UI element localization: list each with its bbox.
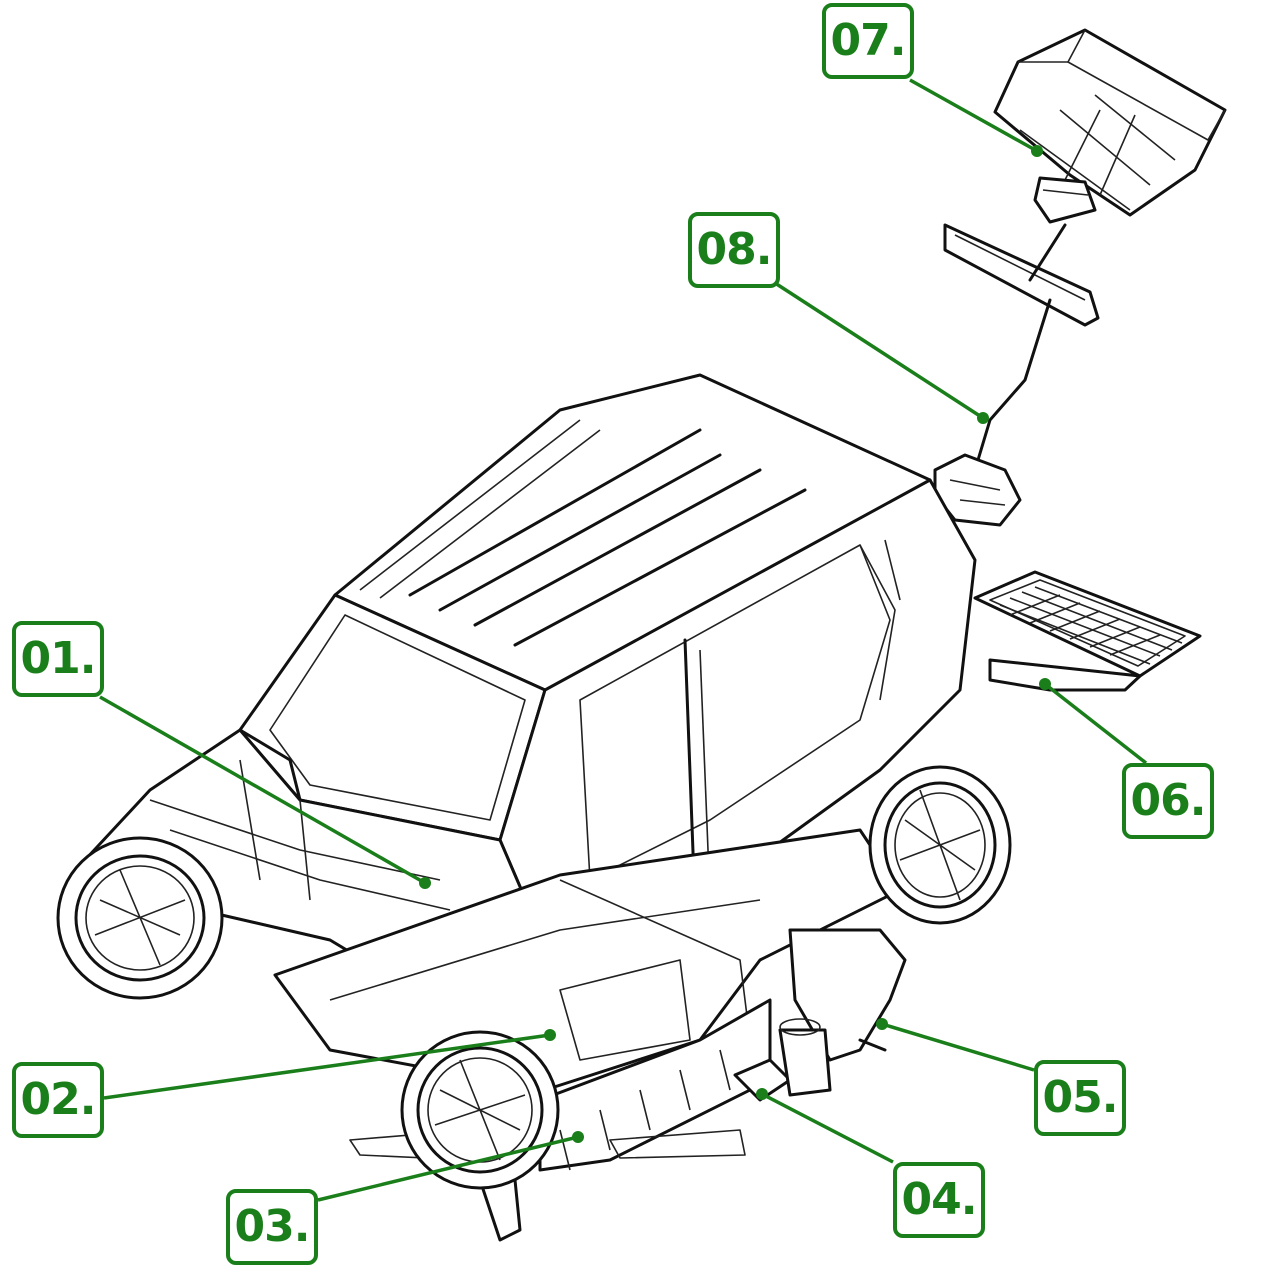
callout-label-06: 06. bbox=[1130, 775, 1207, 826]
body-in-white bbox=[83, 373, 977, 1242]
front-left-wheel bbox=[56, 836, 224, 1000]
callout-08: 08. bbox=[688, 212, 780, 288]
callout-06: 06. bbox=[1122, 763, 1214, 839]
leader-05 bbox=[881, 1022, 1035, 1072]
leader-01 bbox=[99, 695, 426, 885]
leader-02 bbox=[103, 1033, 551, 1100]
leader-03 bbox=[317, 1135, 579, 1202]
callout-07: 07. bbox=[822, 3, 914, 79]
leader-04 bbox=[761, 1092, 894, 1164]
callout-label-08: 08. bbox=[696, 224, 773, 275]
callout-label-05: 05. bbox=[1042, 1072, 1119, 1123]
rear-right-wheel bbox=[868, 765, 1012, 925]
callout-05: 05. bbox=[1034, 1060, 1126, 1136]
leader-dot-04 bbox=[756, 1088, 768, 1100]
callout-label-07: 07. bbox=[830, 15, 907, 66]
leader-dot-01 bbox=[419, 877, 431, 889]
leader-08 bbox=[774, 281, 984, 420]
leader-dot-03 bbox=[572, 1131, 584, 1143]
leader-07 bbox=[909, 78, 1038, 153]
callout-label-04: 04. bbox=[901, 1174, 978, 1225]
leader-lines bbox=[99, 78, 1148, 1202]
leader-dot-07 bbox=[1031, 145, 1043, 157]
callout-label-01: 01. bbox=[20, 633, 97, 684]
link-rod-assembly bbox=[933, 223, 1100, 527]
tailgate-assembly bbox=[993, 28, 1227, 224]
leader-06 bbox=[1043, 682, 1148, 765]
callout-03: 03. bbox=[226, 1189, 318, 1265]
front-right-wheel bbox=[400, 1030, 560, 1190]
leader-dot-02 bbox=[544, 1029, 556, 1041]
callout-01: 01. bbox=[12, 621, 104, 697]
callout-04: 04. bbox=[893, 1162, 985, 1238]
leader-dot-05 bbox=[876, 1018, 888, 1030]
leader-dot-08 bbox=[977, 412, 989, 424]
leader-dot-06 bbox=[1039, 678, 1051, 690]
rear-floor-panel bbox=[973, 570, 1202, 692]
callout-02: 02. bbox=[12, 1062, 104, 1138]
callout-label-03: 03. bbox=[234, 1201, 311, 1252]
callout-label-02: 02. bbox=[20, 1074, 97, 1125]
